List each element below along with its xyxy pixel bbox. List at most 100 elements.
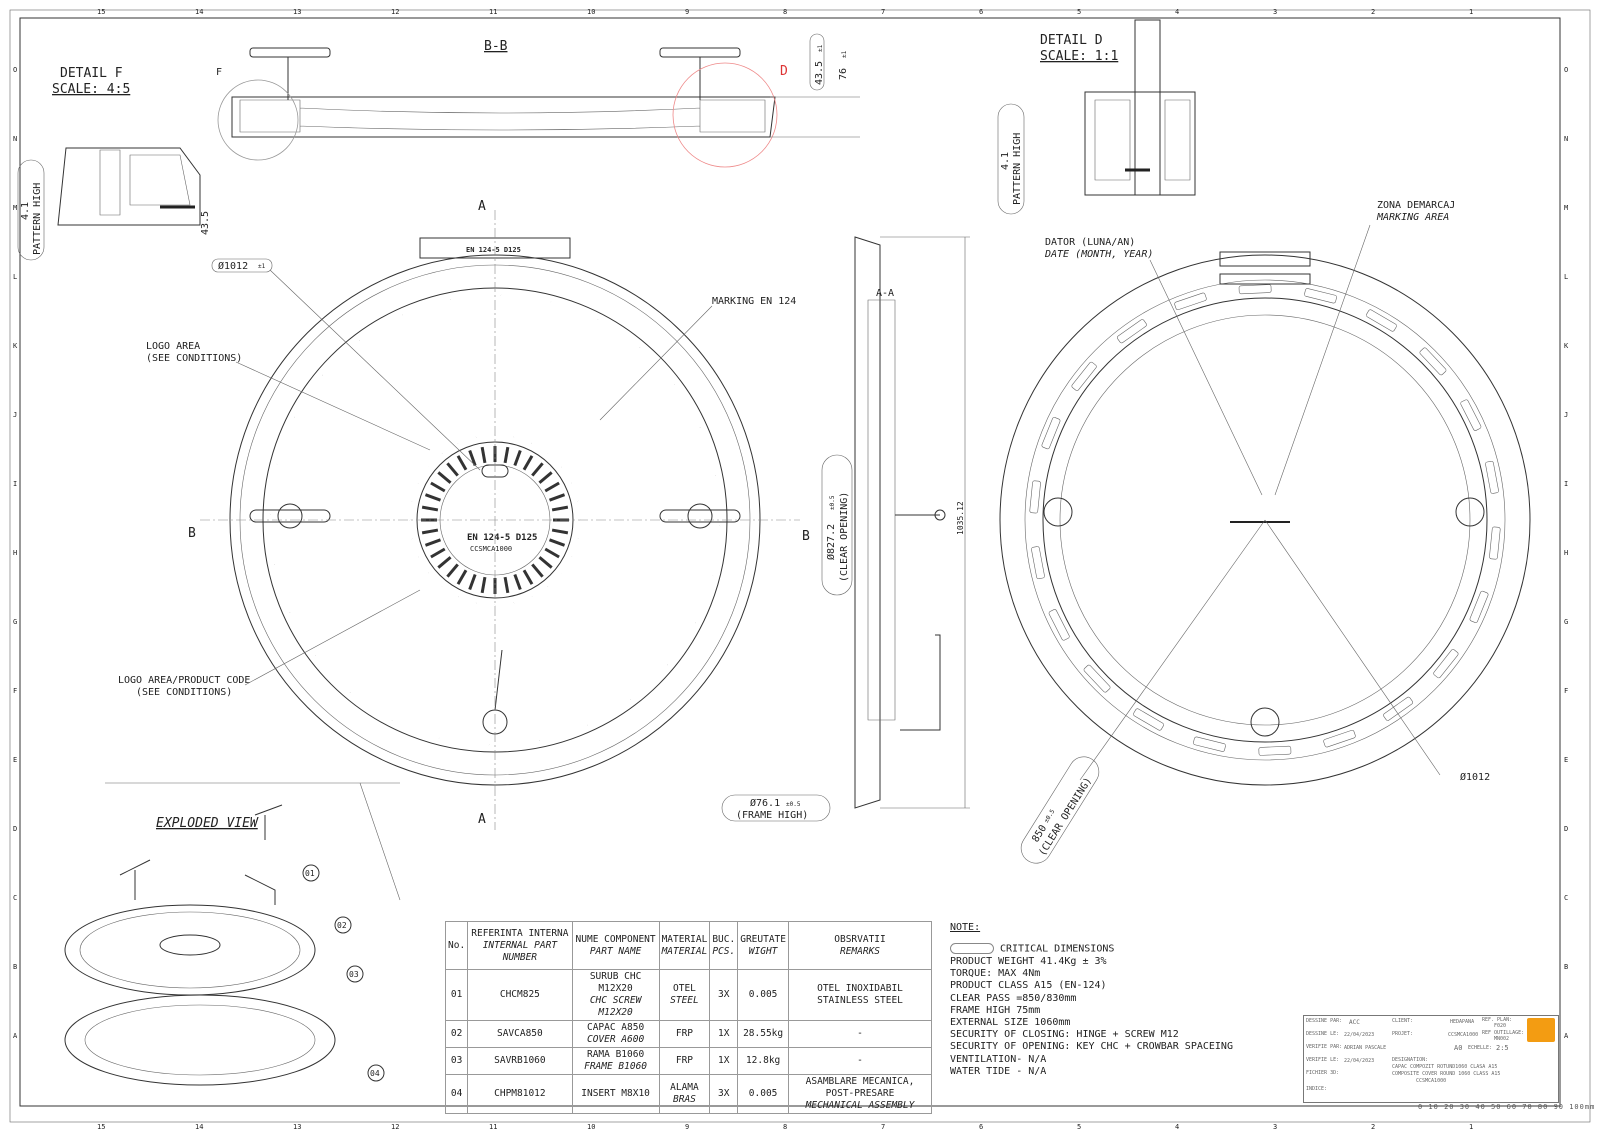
scale-label: ECHELLE: xyxy=(1468,1045,1493,1051)
detail-d-pattern-label: PATTERN HIGH xyxy=(1012,133,1023,205)
frame-slot xyxy=(1117,319,1147,344)
sheet-format: A0 xyxy=(1454,1044,1463,1052)
hub-rib xyxy=(480,446,487,464)
hub-rib xyxy=(551,505,569,512)
dim-76-tolerance: ±1 xyxy=(841,50,848,58)
cell-weight: 0.005 xyxy=(737,969,789,1021)
swirl-blade-inner xyxy=(322,373,420,484)
section-a-top: A xyxy=(478,199,486,214)
outer-border xyxy=(9,9,1591,1123)
swirl-blade-inner xyxy=(314,584,443,657)
frame-slot xyxy=(1193,736,1226,752)
ruler-row-label: N xyxy=(13,135,17,143)
ruler-row-label: M xyxy=(13,204,17,212)
cell-pcs: 1X xyxy=(709,1020,739,1048)
scale-value: 2:5 xyxy=(1496,1044,1509,1052)
marking-code: CCSMCA1000 xyxy=(470,545,512,553)
callout-circle xyxy=(302,864,320,882)
note-line: SECURITY OF CLOSING: HINGE + SCREW M12 xyxy=(950,1029,1179,1041)
detail-f-pattern-label: PATTERN HIGH xyxy=(32,183,43,255)
ruler-column-label: 11 xyxy=(489,8,497,16)
ruler-column-label: 6 xyxy=(979,1123,983,1131)
note-line: FRAME HIGH 75mm xyxy=(950,1004,1041,1016)
ruler-row-label: J xyxy=(1564,411,1568,419)
cell-remarks: - xyxy=(788,1020,932,1048)
swirl-blade-inner xyxy=(531,347,642,445)
frame-slot xyxy=(1071,361,1097,391)
ruler-row-label: B xyxy=(1564,963,1568,971)
ruler-column-label: 14 xyxy=(195,8,203,16)
swirl-blade xyxy=(435,604,496,739)
ruler-row-label: C xyxy=(13,894,17,902)
clear-opening-label: (CLEAR OPENING) xyxy=(839,492,850,582)
drawn-by-label: DESSINE PAR: xyxy=(1306,1018,1343,1024)
hub-rib xyxy=(538,556,553,569)
frame-slot xyxy=(1433,649,1459,679)
clear-opening-dim: Ø827.2 xyxy=(825,524,837,560)
height-dim: 1035.12 xyxy=(956,501,965,535)
ruler-row-label: F xyxy=(1564,687,1568,695)
date-label-ro: DATOR (LUNA/AN) xyxy=(1045,237,1135,248)
title-block: DESSINE PAR: ACC DESSINE LE: 22/04/2023 … xyxy=(1303,1015,1559,1103)
ruler-row-label: B xyxy=(13,963,17,971)
frame-slot xyxy=(1323,729,1356,748)
cell-pcs: 3X xyxy=(709,1074,739,1114)
callout-circle xyxy=(367,1064,385,1082)
ruler-row-label: J xyxy=(13,411,17,419)
ruler-row-label: I xyxy=(1564,480,1568,488)
swirl-blade xyxy=(315,585,443,656)
hub-rib xyxy=(421,528,439,535)
ruler-column-label: 11 xyxy=(489,1123,497,1131)
ruler-column-label: 8 xyxy=(783,1123,787,1131)
cell-ref: CHCM825 xyxy=(467,969,573,1021)
ruler-column-label: 13 xyxy=(293,8,301,16)
cell-no: 04 xyxy=(444,1074,469,1114)
detail-f-pattern-high: 4.1 xyxy=(20,202,31,220)
cell-weight: 28.55kg xyxy=(737,1020,789,1048)
frame-slot xyxy=(1029,480,1041,514)
checked-by-label: VERIFIE PAR: xyxy=(1306,1044,1343,1050)
logo-product-conditions: (SEE CONDITIONS) xyxy=(136,687,232,698)
ruler-row-label: L xyxy=(1564,273,1568,281)
hub-rib xyxy=(513,573,522,591)
clear-opening-tolerance: ±0.5 xyxy=(829,495,836,510)
detail-d-marker: D xyxy=(780,64,788,79)
ruler-row-label: D xyxy=(13,825,17,833)
swirl-blade-inner xyxy=(390,601,477,721)
side-section-title: A-A xyxy=(876,288,894,299)
border-ruler: 1515141413131212111110109988776655443322… xyxy=(13,8,1569,1131)
swirl-blade-inner xyxy=(449,298,481,445)
ruler-row-label: A xyxy=(13,1032,18,1040)
ruler-row-label: H xyxy=(1564,549,1568,557)
swirl-blade-inner xyxy=(578,519,714,581)
ruler-row-label: G xyxy=(1564,618,1568,626)
swirl-blade-inner xyxy=(560,426,702,477)
ruler-column-label: 4 xyxy=(1175,1123,1179,1131)
note-line: CLEAR PASS =850/830mm xyxy=(950,992,1077,1004)
frame-high-label: (FRAME HIGH) xyxy=(736,810,808,821)
frame-slot xyxy=(1460,399,1482,431)
checked-on-label: VERIFIE LE: xyxy=(1306,1057,1340,1063)
ruler-column-label: 12 xyxy=(391,8,399,16)
note-line: VENTILATION- N/A xyxy=(950,1053,1047,1065)
hub-rib xyxy=(446,563,459,578)
hub-rib xyxy=(522,569,534,585)
ref-tool-label: REF OUTILLAGE: xyxy=(1482,1030,1525,1036)
cell-ref: SAVCA850 xyxy=(467,1020,573,1048)
ruler-column-label: 12 xyxy=(391,1123,399,1131)
cell-ref: SAVRB1060 xyxy=(467,1047,573,1075)
ruler-row-label: F xyxy=(13,687,17,695)
swirl-blade-inner xyxy=(474,601,515,746)
ruler-column-label: 15 xyxy=(97,1123,105,1131)
frame-bottom-view: DATOR (LUNA/AN) DATE (MONTH, YEAR) ZONA … xyxy=(999,200,1531,864)
cell-no: 01 xyxy=(444,969,469,1021)
marking-zone-ro: ZONA DEMARCAJ xyxy=(1377,200,1455,211)
callout-label: 03 xyxy=(349,970,359,979)
